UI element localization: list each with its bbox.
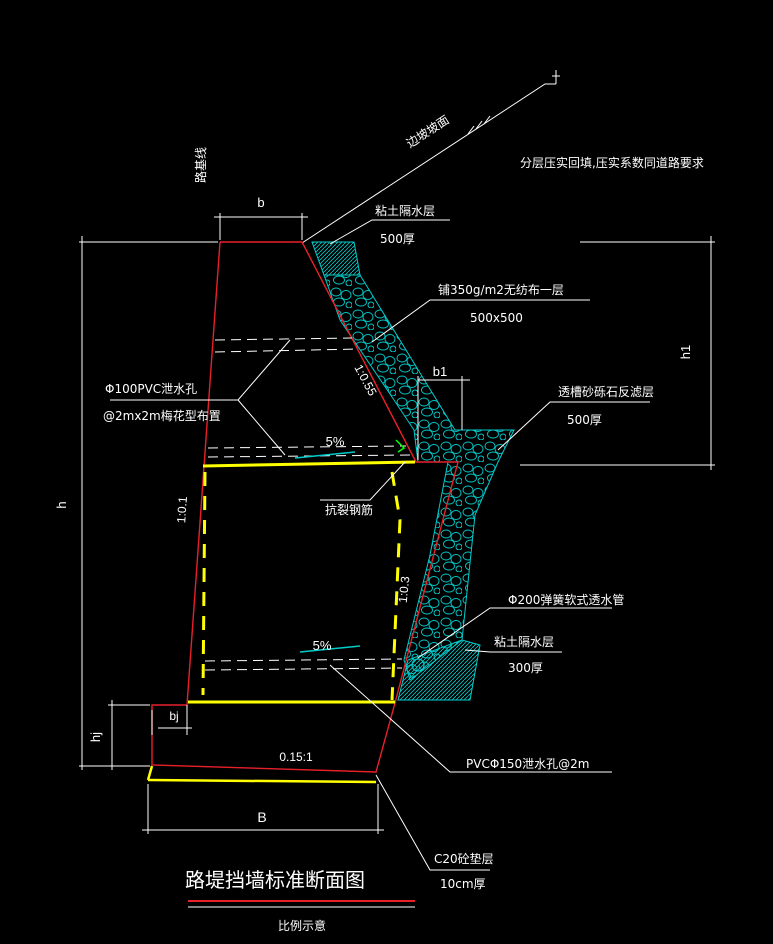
drain-hole-title: Φ100PVC泄水孔 bbox=[105, 382, 197, 396]
drain-pipe-circle bbox=[411, 658, 425, 672]
footing-group bbox=[146, 460, 416, 784]
drain-hole-lower-a bbox=[204, 658, 403, 662]
geotextile-size: 500x500 bbox=[470, 311, 523, 325]
gravel-filter-layer bbox=[323, 274, 515, 681]
rebar-label: 抗裂钢筋 bbox=[325, 502, 373, 517]
leader-geotextile bbox=[371, 299, 590, 343]
slope-surface-label: 边坡坡面 bbox=[404, 113, 452, 151]
slope-marks-group bbox=[294, 439, 406, 653]
footing-top-line bbox=[202, 460, 416, 468]
leader-rebar bbox=[320, 461, 406, 501]
fill-layers-group bbox=[311, 241, 515, 701]
leader-group bbox=[110, 219, 650, 871]
leader-clay-top bbox=[329, 219, 450, 245]
leader-cushion bbox=[375, 774, 490, 871]
pvc-hole-label: PVCΦ150泄水孔@2m bbox=[466, 757, 590, 771]
clay-bottom-layer bbox=[397, 639, 481, 701]
clay-top-layer bbox=[311, 241, 361, 276]
dim-bj-label: bj bbox=[169, 709, 178, 723]
cushion-side bbox=[146, 765, 154, 781]
slope-drain-lower-label: 5% bbox=[313, 638, 332, 653]
geotextile-title: 铺350g/m2无纺布一层 bbox=[438, 283, 564, 297]
slope-arrow-upper bbox=[294, 451, 356, 459]
dim-b-label: b bbox=[257, 195, 264, 210]
leader-drain-pipe bbox=[417, 607, 612, 659]
slope-face-label: 1:0.1 bbox=[174, 496, 190, 524]
filter-layer-title: 透槽砂砾石反滤层 bbox=[558, 385, 654, 399]
rebar-back bbox=[390, 471, 402, 701]
slope-surface-group bbox=[301, 70, 560, 244]
leader-clay-bottom bbox=[464, 649, 562, 653]
wall-outline bbox=[151, 241, 459, 773]
scale-note: 比例示意 bbox=[278, 918, 326, 933]
dimension-group bbox=[79, 213, 715, 834]
slope-base-label: 0.15:1 bbox=[279, 750, 313, 764]
dim-h1-label: h1 bbox=[678, 345, 693, 359]
cushion-title: C20砼垫层 bbox=[434, 851, 494, 866]
drain-hole-lower-b bbox=[204, 667, 403, 671]
dim-h-label: h bbox=[54, 501, 69, 508]
ground-hatch bbox=[467, 115, 491, 135]
leader-filter-layer bbox=[497, 401, 650, 451]
drain-hole-spacing: @2mx2m梅花型布置 bbox=[103, 408, 221, 423]
clay-bottom-title: 粘土隔水层 bbox=[494, 634, 554, 649]
cushion-line bbox=[147, 778, 377, 784]
filter-layer-thickness: 500厚 bbox=[567, 413, 602, 427]
slope-back-lower-label: 1:0.3 bbox=[396, 575, 413, 603]
backfill-note-label: 分层压实回填,压实系数同道路要求 bbox=[520, 155, 704, 170]
dim-b1-label: b1 bbox=[433, 364, 447, 379]
leader-drain-hole-b bbox=[237, 399, 286, 456]
rebar-front bbox=[201, 471, 207, 696]
clay-bottom-thickness: 300厚 bbox=[508, 661, 543, 675]
drain-pipe-label: Φ200弹簧软式透水管 bbox=[508, 592, 624, 607]
dim-B-label: B bbox=[257, 809, 266, 825]
wall-body-group bbox=[151, 241, 459, 773]
slope-drain-upper-label: 5% bbox=[326, 434, 345, 449]
rebar-mark bbox=[395, 439, 406, 453]
drain-holes-group bbox=[204, 337, 411, 671]
clay-top-thickness: 500厚 bbox=[380, 232, 415, 246]
cushion-thickness: 10cm厚 bbox=[440, 877, 486, 891]
drawing-title: 路堤挡墙标准断面图 bbox=[185, 868, 365, 892]
drain-hole-upper-b bbox=[214, 348, 359, 353]
drain-hole-mid-a bbox=[207, 445, 407, 449]
drain-hole-upper-a bbox=[214, 337, 353, 341]
leader-pvc-hole bbox=[329, 664, 612, 773]
road-line-label: 路基线 bbox=[193, 147, 208, 183]
slope-surface-line bbox=[301, 83, 556, 244]
dim-hj-label: hj bbox=[88, 732, 103, 742]
clay-top-title: 粘土隔水层 bbox=[375, 203, 435, 218]
slope-arrow-lower bbox=[299, 645, 361, 653]
text-group: 路基线 边坡坡面 分层压实回填,压实系数同道路要求 粘土隔水层 500厚 铺35… bbox=[54, 113, 704, 933]
